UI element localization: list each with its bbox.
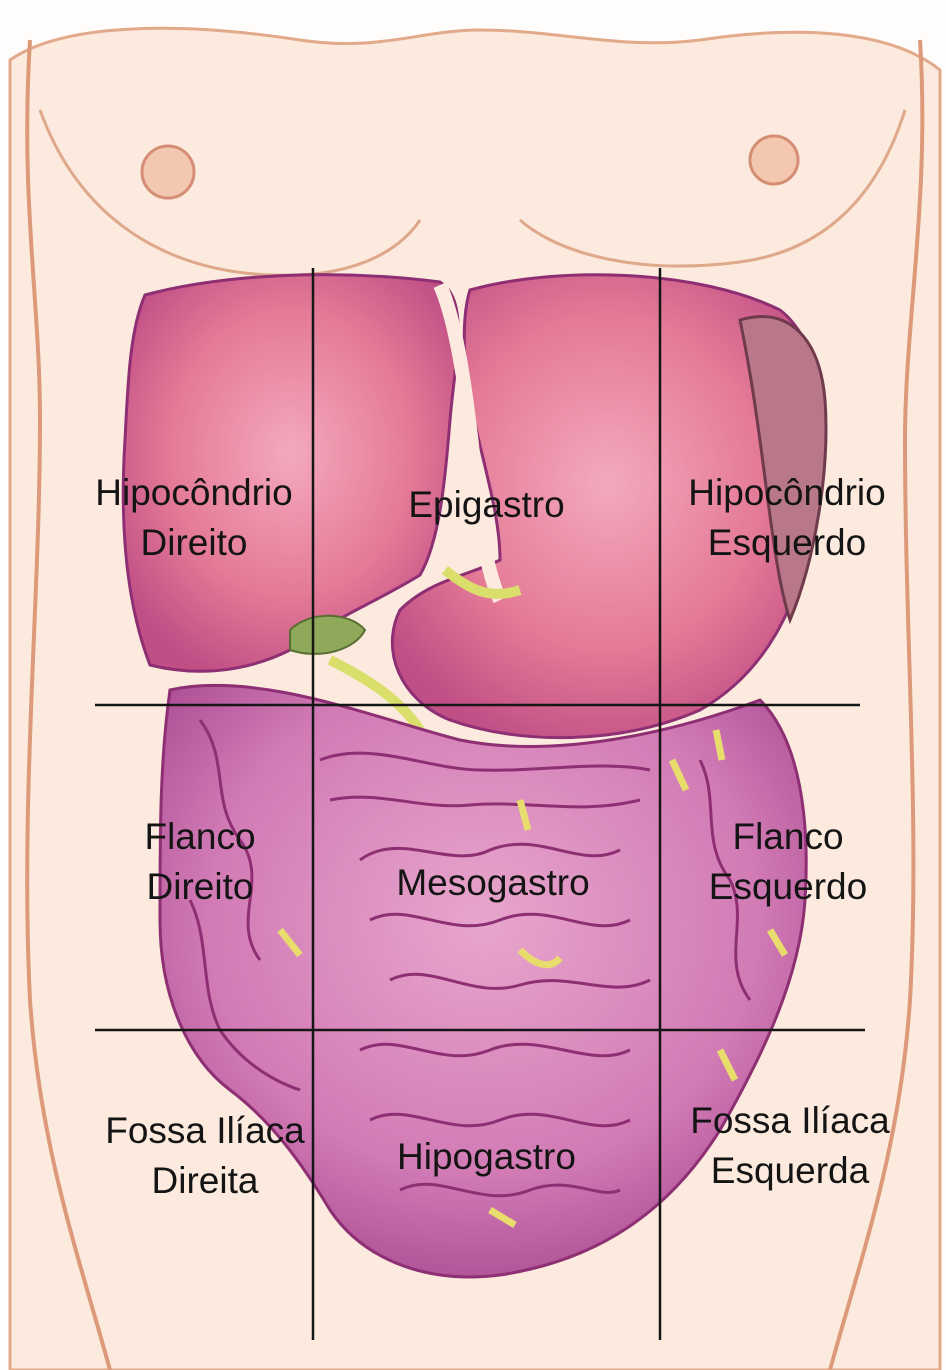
label-epigastro: Epigastro: [313, 480, 660, 530]
label-mesogastro: Mesogastro: [313, 858, 673, 908]
label-hipogastro: Hipogastro: [313, 1132, 660, 1182]
nipple-left-icon: [142, 146, 194, 198]
nipple-right-icon: [750, 136, 798, 184]
